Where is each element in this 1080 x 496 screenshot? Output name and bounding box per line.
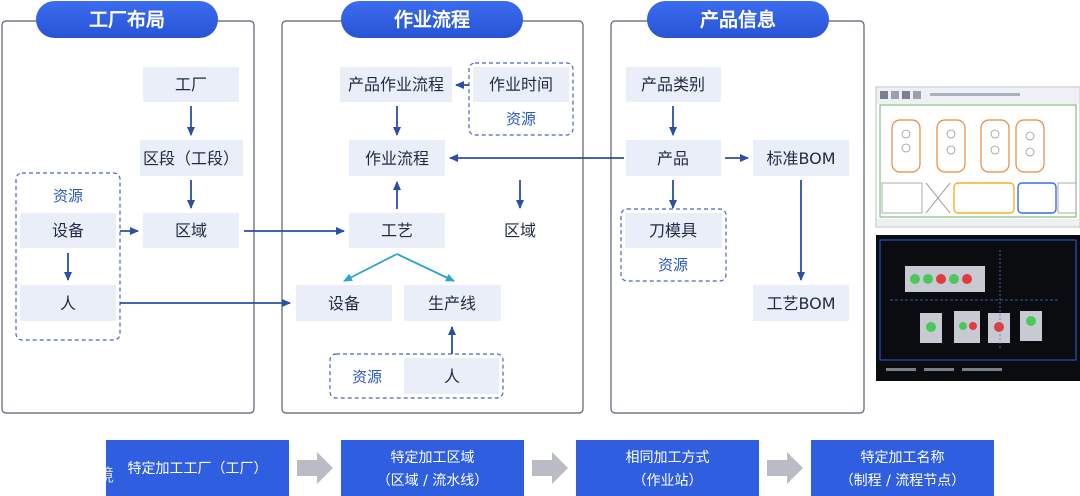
flow-step-4-line1: 特定加工名称: [861, 450, 945, 466]
flow-arrow-3: [767, 452, 803, 484]
node-work-flow-label: 作业流程: [365, 149, 429, 168]
node-section-label: 区段（工段）: [143, 149, 239, 168]
node-craft-bom: [753, 285, 849, 321]
node-product-flow: [340, 67, 452, 102]
resource-group-tooling: [620, 208, 727, 282]
node-equipment-process: [296, 285, 392, 321]
node-person-process-label: 人: [444, 367, 460, 386]
arrow-craft-to-line: [396, 253, 455, 282]
node-factory-label: 工厂: [175, 75, 207, 94]
flow-step-1: [106, 440, 289, 496]
flow-step-3-line1: 相同加工方式: [626, 450, 710, 466]
flow-arrow-2: [532, 452, 568, 484]
flow-step-3: [576, 440, 759, 496]
node-work-flow: [349, 140, 445, 176]
panel-header-process: 作业流程: [341, 1, 523, 38]
flow-step-2-line1: 特定加工区域: [391, 450, 475, 466]
node-person-factory: [20, 285, 116, 321]
panel-header-factory: 工厂布局: [36, 1, 218, 38]
screenshot-thumbnail-top: [875, 86, 1080, 228]
flow-arrow-1: [297, 452, 333, 484]
resource-group-process: [329, 353, 504, 399]
node-equipment-process-label: 设备: [328, 294, 360, 313]
node-production-line: [404, 285, 501, 321]
node-person-process: [404, 358, 499, 394]
node-product: [626, 140, 721, 176]
node-craft-bom-label: 工艺BOM: [766, 294, 835, 313]
node-standard-bom: [753, 140, 849, 176]
resource-group-factory: [15, 172, 121, 341]
node-product-flow-label: 产品作业流程: [348, 75, 444, 94]
node-standard-bom-label: 标准BOM: [766, 149, 835, 168]
node-equipment-factory-label: 设备: [52, 221, 84, 240]
resource-group-factory-label: 资源: [53, 187, 83, 205]
arrow-craft-to-equipment: [343, 253, 398, 282]
panel-title-process: 作业流程: [394, 8, 470, 31]
node-tooling: [625, 213, 722, 248]
flow-step-1-line1: 特定加工工厂（工厂）: [128, 461, 268, 477]
flow-bar: 特定加工工厂（工厂） 特定加工区域 （区域 / 流水线） 相同加工方式 （作业站） 特定加…: [106, 440, 994, 496]
watermark-text: 大数跨境: [46, 466, 114, 486]
node-production-line-label: 生产线: [428, 294, 476, 313]
node-factory: [143, 67, 239, 102]
node-area-factory: [143, 213, 239, 248]
node-work-time-resource: 资源: [506, 110, 536, 128]
node-work-time-label: 作业时间: [489, 75, 553, 94]
panel-title-factory: 工厂布局: [89, 8, 165, 31]
resource-group-process-label: 资源: [352, 368, 382, 386]
flow-step-2: [341, 440, 524, 496]
node-equipment-factory: [20, 213, 116, 248]
node-product-category: [626, 67, 721, 102]
node-tooling-resource: 资源: [658, 256, 688, 274]
watermark: 大数跨境: [12, 463, 114, 486]
node-section: [140, 140, 243, 176]
node-work-time: [473, 67, 569, 102]
panel-title-product: 产品信息: [700, 8, 776, 31]
flow-step-4-line2: （制程 / 流程节点）: [840, 473, 966, 489]
node-area-factory-label: 区域: [175, 221, 207, 240]
flow-step-2-line2: （区域 / 流水线）: [377, 473, 489, 489]
screenshot-thumbnail-bottom: [876, 235, 1080, 381]
node-area-process-label: 区域: [504, 221, 536, 240]
flow-step-3-line2: （作业站）: [633, 473, 703, 489]
node-tooling-label: 刀模具: [649, 221, 697, 240]
flow-step-4: [811, 440, 994, 496]
resource-group-work-time: [468, 62, 574, 136]
node-person-factory-label: 人: [60, 294, 76, 313]
node-product-category-label: 产品类别: [641, 75, 705, 94]
panel-header-product: 产品信息: [647, 1, 829, 38]
node-craft: [349, 213, 445, 248]
node-product-label: 产品: [657, 149, 689, 168]
node-craft-label: 工艺: [381, 221, 413, 240]
